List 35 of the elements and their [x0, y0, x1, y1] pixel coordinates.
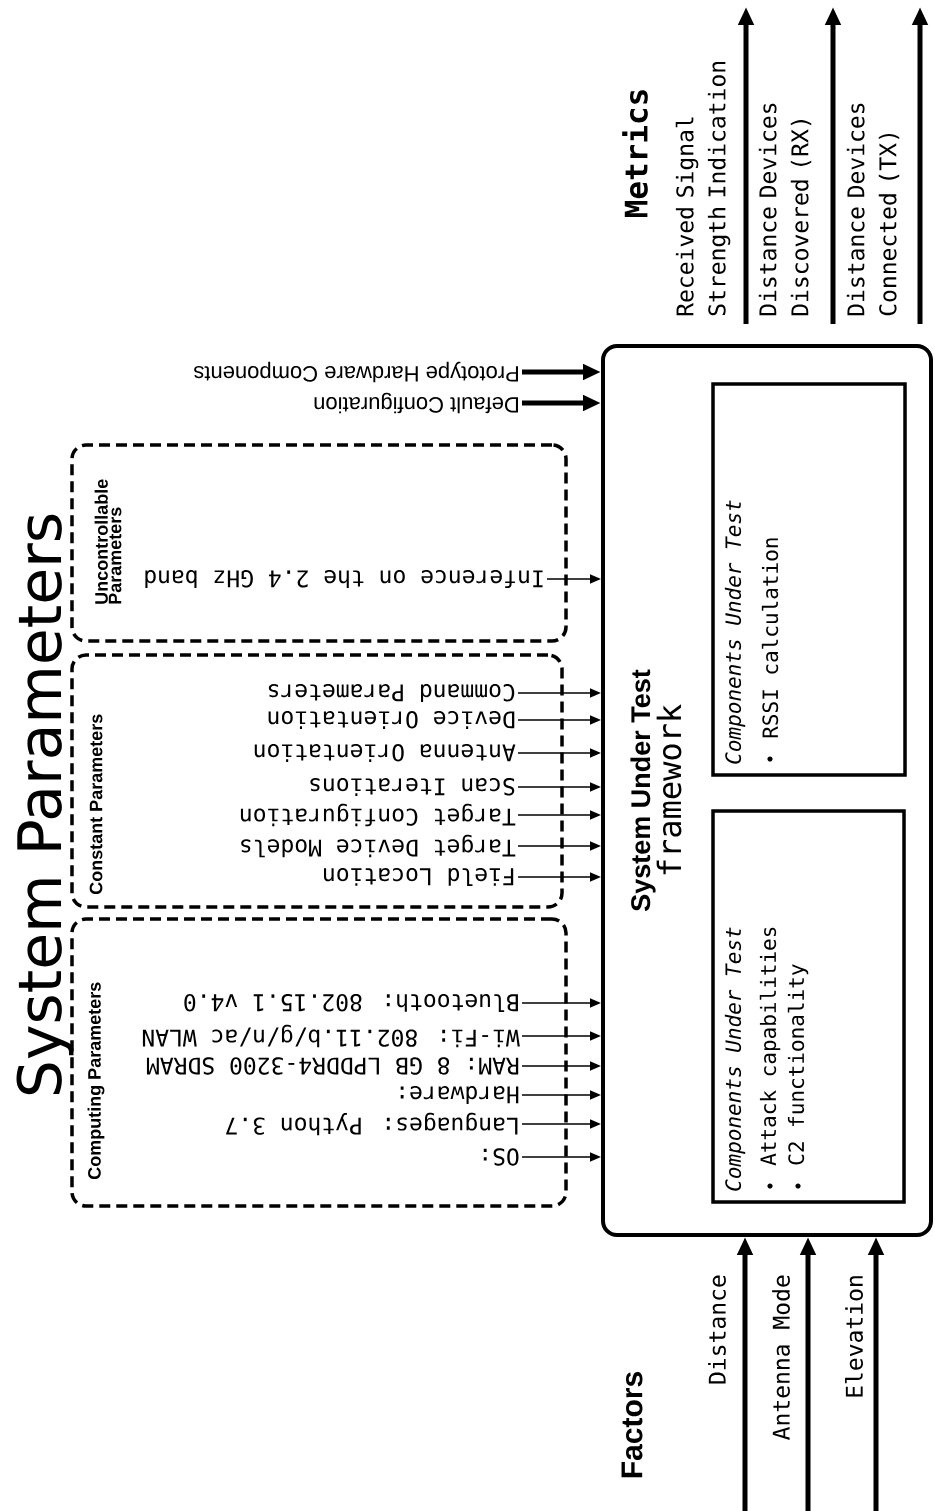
edge-label: Distance [708, 1275, 726, 1384]
panel-heading: Constant Parameters [89, 714, 103, 895]
parameter-label: Field Location [324, 868, 514, 886]
parameter-label: Bluetooth: 802.15.1 v4.0 [184, 994, 518, 1012]
panel-heading: Computing Parameters [87, 982, 105, 1180]
parameter-label: Antenna Orientation [254, 744, 516, 762]
parameter-label: Scan Iterations [310, 778, 515, 796]
parameter-label: OS: [483, 1148, 519, 1166]
parameter-label: Hardware: [400, 1086, 519, 1104]
title: System Parameters [16, 514, 74, 1095]
parameter-label: Device Orientation [268, 711, 515, 729]
edge-label: Elevation [845, 1276, 863, 1397]
parameter-label: Target Device Models [241, 834, 516, 858]
parameter-label: Languages: Python 3.7 [226, 1112, 518, 1136]
bullet-text: RSSI calculation [761, 538, 779, 738]
section-heading: Factors [621, 1372, 643, 1478]
edge-label: Received Signal Strength Indication [675, 61, 731, 316]
parameter-label: Command Parameters [268, 684, 515, 702]
input-label: Default Configuration [314, 392, 518, 414]
input-label: Prototype Hardware Components [194, 361, 518, 383]
parameter-label: Inference on the 2.4 GHz band [145, 570, 543, 588]
edge-label: Distance Devices Connected (TX) [846, 103, 900, 316]
box-title: framework [656, 704, 682, 875]
panel-heading: Uncontrollable Parameters [94, 479, 122, 604]
box-heading: Components Under Test [724, 927, 746, 1191]
bullet-text: Attack capabilities [759, 927, 781, 1166]
parameter-label: RAM: 8 GB LPDDR4-3200 SDRAM [146, 1057, 519, 1075]
edge-label: Antenna Mode [772, 1275, 790, 1440]
bullet-text: C2 functionality [787, 964, 809, 1165]
edge-label: Distance Devices Discovered (RX) [758, 103, 812, 316]
parameter-label: Target Configuration [240, 803, 516, 827]
section-heading: Metrics [622, 90, 648, 218]
parameter-label: Wi-Fi: 802.11.b/g/n/ac WLAN [142, 1024, 520, 1048]
box-heading: Components Under Test [724, 500, 746, 764]
box-title: System Under Test [630, 669, 656, 911]
